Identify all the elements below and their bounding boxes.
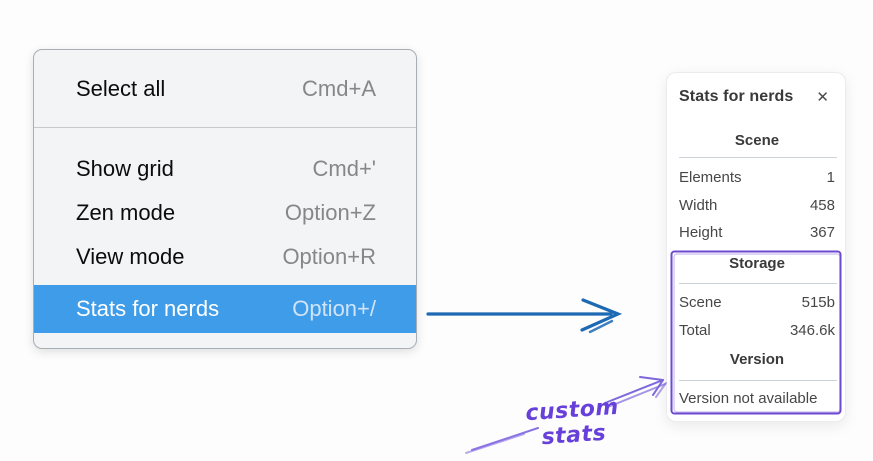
stat-row-height: Height 367 bbox=[679, 221, 835, 244]
menu-item-label: Zen mode bbox=[76, 200, 176, 225]
version-note: Version not available bbox=[679, 390, 818, 407]
stat-value: 458 bbox=[809, 196, 835, 214]
menu-item-select-all[interactable]: Select all Cmd+A bbox=[34, 67, 416, 111]
section-heading-storage: Storage bbox=[729, 255, 785, 272]
section-heading-version: Version bbox=[729, 351, 785, 368]
menu-item-view-mode[interactable]: View mode Option+R bbox=[34, 235, 416, 279]
context-menu: Select all Cmd+A Show grid Cmd+' Zen mod… bbox=[33, 49, 417, 349]
stat-row-elements: Elements 1 bbox=[679, 166, 835, 189]
stat-value: 1 bbox=[826, 169, 835, 186]
stat-value: 346.6k bbox=[789, 321, 835, 339]
menu-item-label: View mode bbox=[76, 244, 185, 269]
menu-item-label: Show grid bbox=[76, 156, 174, 181]
menu-separator bbox=[34, 127, 416, 128]
stat-label: Scene bbox=[679, 294, 722, 311]
stat-label: Elements bbox=[679, 169, 742, 186]
menu-item-stats-for-nerds[interactable]: Stats for nerds Option+/ bbox=[34, 285, 416, 333]
menu-item-show-grid[interactable]: Show grid Cmd+' bbox=[34, 147, 416, 191]
menu-item-label: Stats for nerds bbox=[76, 296, 220, 321]
menu-item-shortcut: Option+R bbox=[282, 244, 376, 269]
menu-item-zen-mode[interactable]: Zen mode Option+Z bbox=[34, 191, 416, 235]
stat-value: 515b bbox=[801, 294, 835, 311]
menu-section-bottom: Show grid Cmd+' Zen mode Option+Z View m… bbox=[34, 128, 416, 348]
stat-value: 367 bbox=[809, 224, 835, 241]
section-heading-scene: Scene bbox=[734, 132, 780, 149]
stat-row-total-storage: Total 346.6k bbox=[679, 319, 835, 342]
menu-item-shortcut: Cmd+A bbox=[302, 76, 376, 101]
panel-header: Stats for nerds ✕ bbox=[679, 86, 829, 108]
stat-row-scene-storage: Scene 515b bbox=[679, 291, 835, 314]
menu-item-shortcut: Option+Z bbox=[284, 200, 376, 225]
stat-label: Total bbox=[679, 321, 711, 339]
menu-item-shortcut: Cmd+' bbox=[312, 156, 377, 181]
stat-label: Height bbox=[679, 224, 723, 241]
stats-for-nerds-panel: Stats for nerds ✕ Scene Elements 1 Width… bbox=[666, 72, 846, 422]
menu-item-shortcut: Option+/ bbox=[292, 296, 376, 321]
stat-label: Width bbox=[679, 196, 718, 214]
divider bbox=[679, 380, 837, 381]
stat-row-width: Width 458 bbox=[679, 194, 835, 217]
blue-arrow-icon bbox=[426, 298, 623, 334]
divider bbox=[679, 283, 837, 284]
menu-item-label: Select all bbox=[76, 76, 166, 101]
divider bbox=[679, 157, 837, 158]
custom-stats-annotation: custom stats bbox=[524, 394, 620, 451]
menu-section-top: Select all Cmd+A bbox=[34, 50, 416, 127]
close-icon[interactable]: ✕ bbox=[816, 88, 829, 106]
panel-title: Stats for nerds bbox=[679, 88, 794, 105]
